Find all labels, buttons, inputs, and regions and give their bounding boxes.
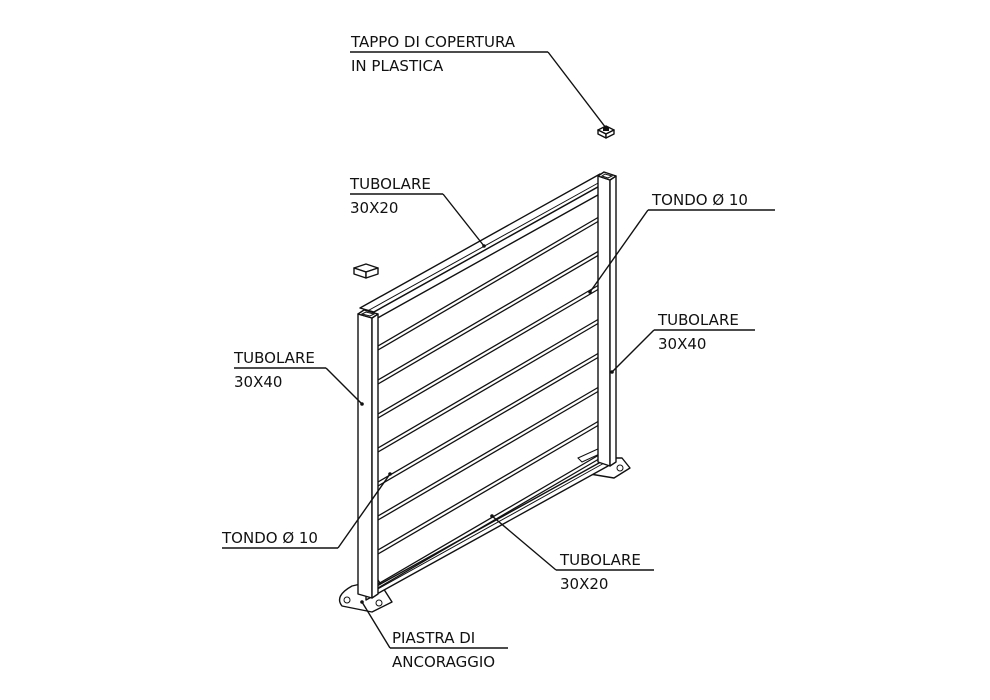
right-post-label-line1: TUBOLARE	[657, 311, 739, 329]
rod-4-lower-edge	[377, 319, 605, 453]
rod-left-label: TONDO Ø 10	[221, 529, 318, 547]
top-tube-label-line2: 30X20	[350, 199, 398, 217]
rod-5-upper-edge	[377, 349, 605, 483]
left-post-label-line1: TUBOLARE	[233, 349, 315, 367]
rod-1-upper-edge	[377, 213, 605, 347]
leader-right-post	[610, 329, 755, 374]
rod-3-lower-edge	[377, 285, 605, 419]
bottom-tube-label-line2: 30X20	[560, 575, 608, 593]
rod-8-upper-edge	[377, 451, 605, 585]
rod-5-lower-edge	[377, 353, 605, 487]
leader-rod-left	[222, 472, 392, 549]
rod-4-upper-edge	[377, 315, 605, 449]
rod-6-lower-edge	[377, 387, 605, 521]
rod-2-lower-edge	[377, 251, 605, 385]
horizontal-rods	[377, 212, 607, 589]
cap-label-line2: IN PLASTICA	[351, 57, 444, 75]
leader-left-post	[234, 367, 364, 406]
rod-6-upper-edge	[377, 383, 605, 517]
rod-3-upper-edge	[377, 281, 605, 415]
rod-7-lower-edge	[377, 421, 605, 555]
right-post-label-line2: 30X40	[658, 335, 706, 353]
top-tube-label-line1: TUBOLARE	[349, 175, 431, 193]
bottom-tube-label-line1: TUBOLARE	[559, 551, 641, 569]
cap-label-line1: TAPPO DI COPERTURA	[350, 33, 516, 51]
rod-right-label: TONDO Ø 10	[651, 191, 748, 209]
left-post	[357, 309, 379, 599]
rod-7-upper-edge	[377, 417, 605, 551]
leader-plate	[360, 600, 508, 649]
leader-bottom-tube	[490, 514, 654, 571]
rod-8-lower-edge	[377, 455, 605, 589]
right-post	[597, 171, 617, 467]
cap-icon-left	[353, 263, 379, 279]
leader-rod-right	[588, 209, 775, 294]
plate-label-line1: PIASTRA DI	[392, 629, 475, 647]
plate-label-line2: ANCORAGGIO	[392, 653, 495, 671]
leader-top-tube	[350, 193, 486, 248]
rod-1-lower-edge	[377, 217, 605, 351]
left-post-label-line2: 30X40	[234, 373, 282, 391]
leader-cap	[350, 51, 608, 130]
rod-2-upper-edge	[377, 247, 605, 381]
